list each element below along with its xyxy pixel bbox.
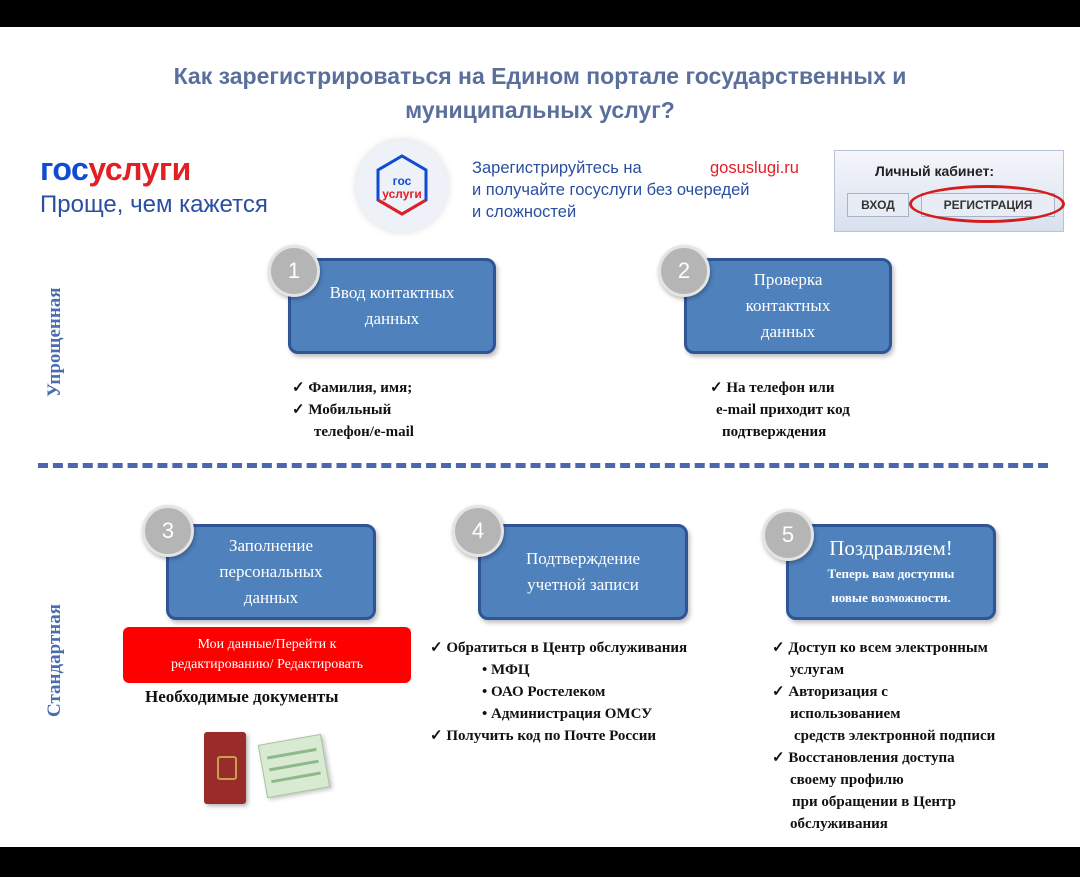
step-1-list: ✓ Фамилия, имя; ✓ Мобильный телефон/e-ma… xyxy=(292,377,414,443)
promo-domain: gosuslugi.ru xyxy=(710,159,799,177)
list-item: подтверждения xyxy=(722,424,827,440)
step-1-number: 1 xyxy=(268,245,320,297)
list-item: • Администрация ОМСУ xyxy=(482,706,653,722)
step-2-list: ✓ На телефон или e-mail приходит код под… xyxy=(710,377,850,443)
list-item: • МФЦ xyxy=(482,662,530,678)
bottom-black-bar xyxy=(0,847,1080,877)
gosuslugi-badge-icon: гос услуги xyxy=(356,140,448,232)
passport-icon xyxy=(204,732,246,804)
brand-tagline: Проще, чем кажется xyxy=(40,191,268,218)
step-2-box: Проверка контактных данных xyxy=(684,258,892,354)
list-item: своему профилю xyxy=(790,772,904,788)
promo-line-2: и получайте госуслуги без очередей xyxy=(472,181,750,199)
promo-line-1: Зарегистрируйтесь на xyxy=(472,159,642,177)
list-item: ✓ На телефон или xyxy=(710,380,835,396)
step-5-box: Поздравляем! Теперь вам доступны новые в… xyxy=(786,524,996,620)
step-5-number: 5 xyxy=(762,509,814,561)
step-4-number: 4 xyxy=(452,505,504,557)
step-5-list: ✓ Доступ ко всем электронным услугам ✓ А… xyxy=(772,637,995,835)
list-item: • ОАО Ростелеком xyxy=(482,684,606,700)
list-item: ✓ Восстановления доступа xyxy=(772,750,955,766)
gosuslugi-logo: госуслуги xyxy=(40,151,191,187)
list-item: телефон/e-mail xyxy=(314,424,414,440)
infographic-canvas: Как зарегистрироваться на Едином портале… xyxy=(0,27,1080,847)
list-item: обслуживания xyxy=(790,816,888,832)
step-2-number: 2 xyxy=(658,245,710,297)
title-line-2: муниципальных услуг? xyxy=(405,97,675,123)
list-item: ✓ Обратиться в Центр обслуживания xyxy=(430,640,688,656)
section-label-standard: Стандартная xyxy=(44,604,65,717)
login-button[interactable]: ВХОД xyxy=(847,193,909,217)
section-divider xyxy=(38,463,1048,468)
list-item: ✓ Получить код по Почте России xyxy=(430,728,657,744)
list-item: ✓ Доступ ко всем электронным xyxy=(772,640,988,656)
personal-cabinet-panel: Личный кабинет: ВХОД РЕГИСТРАЦИЯ xyxy=(834,150,1065,232)
list-item: ✓ Авторизация с xyxy=(772,684,888,700)
cabinet-label: Личный кабинет: xyxy=(875,163,995,179)
list-item: ✓ Мобильный xyxy=(292,402,392,418)
edit-personal-data-button[interactable]: Мои данные/Перейти к редактированию/ Ред… xyxy=(123,627,411,683)
page-title: Как зарегистрироваться на Едином портале… xyxy=(40,59,1040,127)
badge-text-gos: гос xyxy=(393,174,412,188)
step-4-box: Подтверждение учетной записи xyxy=(478,524,688,620)
register-highlight-oval xyxy=(909,185,1065,223)
list-item: ✓ Фамилия, имя; xyxy=(292,380,413,396)
required-documents-title: Необходимые документы xyxy=(145,687,339,706)
step-3-box: Заполнение персональных данных xyxy=(166,524,376,620)
badge-text-uslugi: услуги xyxy=(382,187,422,201)
list-item: услугам xyxy=(790,662,845,678)
list-item: при обращении в Центр xyxy=(792,794,956,810)
step-1-box: Ввод контактных данных xyxy=(288,258,496,354)
gosuslugi-brand: госуслуги Проще, чем кажется xyxy=(40,149,268,221)
promo-line-3: и сложностей xyxy=(472,203,577,221)
snils-card-icon xyxy=(257,733,331,799)
promo-text: Зарегистрируйтесь на gosuslugi.ru и полу… xyxy=(472,157,799,223)
step-4-list: ✓ Обратиться в Центр обслуживания • МФЦ … xyxy=(430,637,687,747)
list-item: e-mail приходит код xyxy=(716,402,850,418)
section-label-simplified: Упрощенная xyxy=(44,287,65,397)
list-item: использованием xyxy=(790,706,901,722)
list-item: средств электронной подписи xyxy=(794,728,996,744)
title-line-1: Как зарегистрироваться на Едином портале… xyxy=(173,63,907,89)
step-3-number: 3 xyxy=(142,505,194,557)
